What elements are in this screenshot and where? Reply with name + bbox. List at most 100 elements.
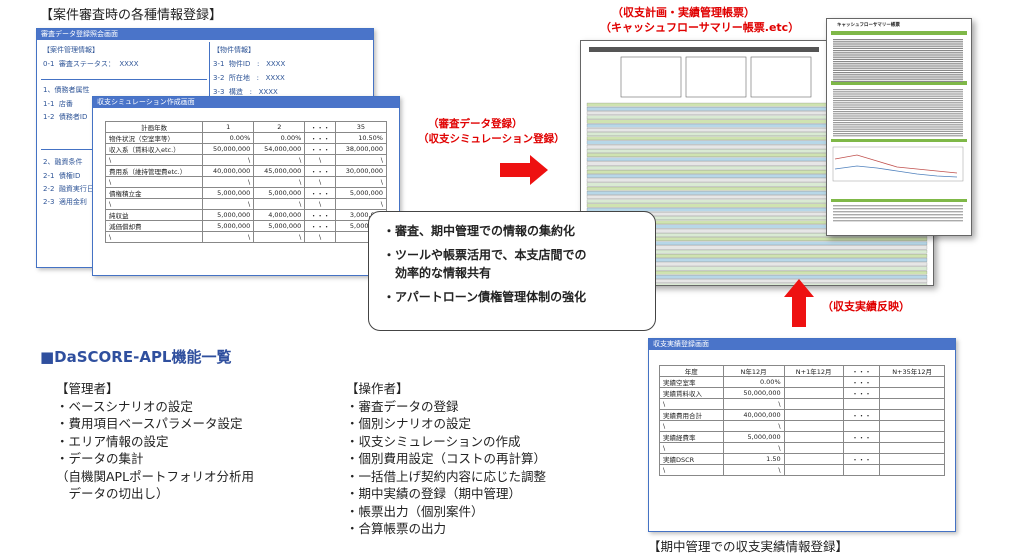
report-cashflow-summary: キャッシュフローサマリー帳票 xyxy=(826,18,972,236)
actuals-window-title: 収支実績登録画面 xyxy=(649,339,955,350)
table-cell[interactable]: 10.50% xyxy=(334,132,388,144)
table-cell[interactable] xyxy=(783,464,844,476)
summary-item: ・アパートローン債権管理体制の強化 xyxy=(383,290,587,304)
table-cell[interactable]: 50,000,000 xyxy=(722,387,785,399)
table-cell[interactable]: ・・・ xyxy=(304,220,336,232)
table-cell[interactable]: \ xyxy=(202,198,255,210)
table-cell[interactable] xyxy=(879,376,945,388)
table-cell[interactable]: \ xyxy=(722,398,785,410)
table-cell[interactable]: 5,000,000 xyxy=(722,431,785,443)
table-cell[interactable]: 50,000,000 xyxy=(202,143,255,155)
table-cell[interactable]: ・・・ xyxy=(304,143,336,155)
table-cell[interactable]: 45,000,000 xyxy=(253,165,306,177)
table-cell[interactable]: \ xyxy=(253,154,306,166)
table-cell[interactable]: 5,000,000 xyxy=(202,220,255,232)
table-cell[interactable]: \ xyxy=(202,176,255,188)
table-row: \\\\\ xyxy=(104,176,388,188)
operator-function-list: 【操作者】 ・審査データの登録 ・個別シナリオの設定 ・収支シミュレーションの作… xyxy=(346,380,546,538)
table-cell[interactable] xyxy=(783,453,844,465)
table-cell[interactable]: ・・・ xyxy=(842,453,881,465)
table-cell[interactable]: ・・・ xyxy=(304,165,336,177)
table-cell[interactable]: 5,000,000 xyxy=(202,209,255,221)
table-row: \\ xyxy=(659,398,945,410)
arrow-label-review: （審査データ登録） xyxy=(428,118,523,130)
table-cell[interactable]: 5,000,000 xyxy=(202,187,255,199)
table-cell[interactable] xyxy=(783,398,844,410)
table-cell[interactable]: 1.50 xyxy=(722,453,785,465)
table-cell[interactable]: \ xyxy=(722,464,785,476)
table-row: 物件状況（空室率等）0.00%0.00%・・・10.50% xyxy=(104,132,388,144)
table-cell[interactable] xyxy=(879,409,945,421)
table-cell[interactable]: 40,000,000 xyxy=(202,165,255,177)
table-cell[interactable]: ・・・ xyxy=(842,409,881,421)
table-cell[interactable]: 5,000,000 xyxy=(334,187,388,199)
table-cell[interactable] xyxy=(783,409,844,421)
table-cell[interactable] xyxy=(879,431,945,443)
table-cell[interactable]: ・・・ xyxy=(304,187,336,199)
table-cell[interactable] xyxy=(879,453,945,465)
table-cell[interactable]: 5,000,000 xyxy=(253,220,306,232)
debtor-row: 1-1 店番 xyxy=(43,100,73,108)
simulation-header-row: 計画年数 1 2 ・・・ 35 xyxy=(104,121,388,133)
table-cell[interactable]: \ xyxy=(202,231,255,243)
table-cell[interactable] xyxy=(879,420,945,432)
table-cell[interactable] xyxy=(783,420,844,432)
table-cell[interactable]: 30,000,000 xyxy=(334,165,388,177)
table-cell[interactable]: \ xyxy=(722,442,785,454)
table-cell[interactable]: \ xyxy=(304,231,336,243)
table-cell[interactable]: 4,000,000 xyxy=(253,209,306,221)
table-cell[interactable]: \ xyxy=(202,154,255,166)
table-cell[interactable] xyxy=(783,387,844,399)
table-cell[interactable]: 54,000,000 xyxy=(253,143,306,155)
table-cell[interactable] xyxy=(879,442,945,454)
table-cell[interactable]: \ xyxy=(304,176,336,188)
debtor-row: 1-2 債務者ID xyxy=(43,113,88,121)
header-cell: N+1年12月 xyxy=(783,365,844,377)
table-cell: 実績経費率 xyxy=(659,431,724,443)
table-cell[interactable]: \ xyxy=(334,176,388,188)
table-cell[interactable] xyxy=(879,398,945,410)
admin-item: ・データの集計 xyxy=(56,451,144,466)
simulation-window-title: 収支シミュレーション作成画面 xyxy=(93,97,399,108)
table-cell[interactable]: 38,000,000 xyxy=(334,143,388,155)
table-cell[interactable]: ・・・ xyxy=(842,387,881,399)
table-cell[interactable]: ・・・ xyxy=(304,209,336,221)
table-cell[interactable]: \ xyxy=(253,176,306,188)
table-cell[interactable]: \ xyxy=(304,198,336,210)
table-cell[interactable] xyxy=(879,387,945,399)
section-divider xyxy=(41,79,207,80)
operator-item: ・個別費用設定（コストの再計算） xyxy=(346,451,547,466)
operator-item: ・帳票出力（個別案件） xyxy=(346,503,484,519)
operator-header: 【操作者】 xyxy=(346,381,409,396)
table-cell[interactable]: \ xyxy=(253,198,306,210)
table-cell[interactable]: \ xyxy=(722,420,785,432)
table-cell[interactable] xyxy=(783,442,844,454)
table-cell[interactable]: ・・・ xyxy=(842,431,881,443)
table-cell[interactable] xyxy=(783,431,844,443)
table-cell[interactable]: 40,000,000 xyxy=(722,409,785,421)
table-cell[interactable] xyxy=(842,464,881,476)
up-arrow-icon xyxy=(784,279,814,327)
table-cell[interactable]: \ xyxy=(334,198,388,210)
table-cell[interactable]: ・・・ xyxy=(304,132,336,144)
table-cell[interactable] xyxy=(842,442,881,454)
table-cell[interactable]: ・・・ xyxy=(842,376,881,388)
report-cashflow-title: キャッシュフローサマリー帳票 xyxy=(837,23,900,28)
table-cell[interactable]: 5,000,000 xyxy=(253,187,306,199)
table-cell[interactable]: \ xyxy=(253,231,306,243)
table-cell[interactable] xyxy=(879,464,945,476)
table-cell[interactable]: \ xyxy=(304,154,336,166)
table-cell[interactable] xyxy=(842,420,881,432)
table-cell[interactable]: \ xyxy=(334,154,388,166)
table-cell[interactable]: 0.00% xyxy=(202,132,255,144)
table-cell[interactable]: 0.00% xyxy=(722,376,785,388)
heading-actuals-registration: 【期中管理での収支実績情報登録】 xyxy=(648,539,849,554)
table-cell[interactable] xyxy=(842,398,881,410)
table-cell[interactable] xyxy=(783,376,844,388)
table-row: \\ xyxy=(659,442,945,454)
table-cell[interactable]: 0.00% xyxy=(253,132,306,144)
